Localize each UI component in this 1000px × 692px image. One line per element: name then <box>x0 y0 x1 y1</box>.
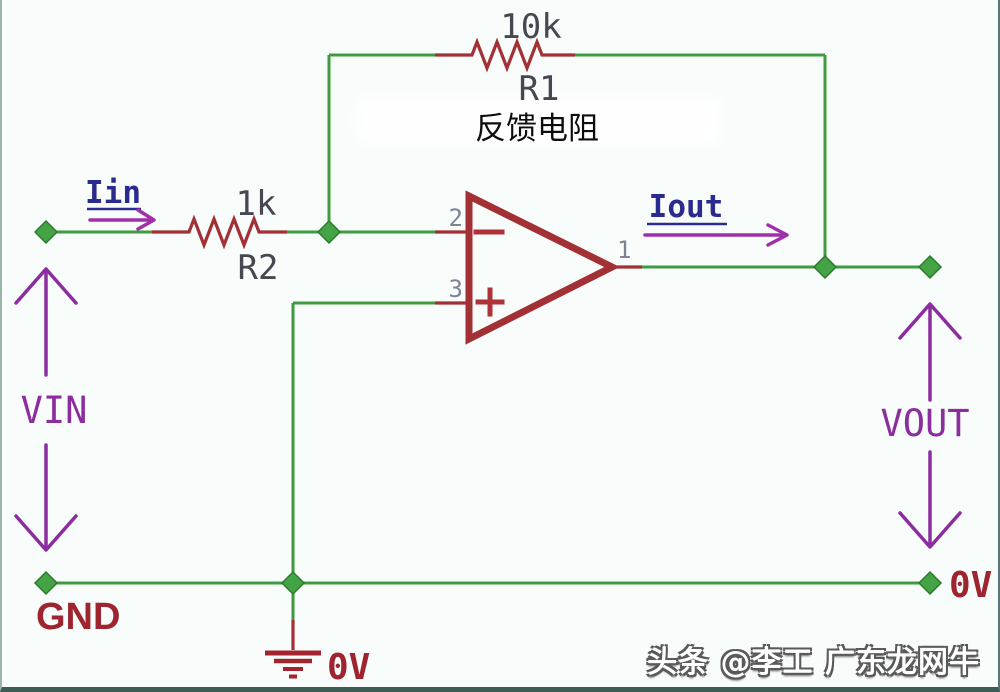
opamp-triangle <box>465 190 620 345</box>
ground-symbol: 0V <box>265 620 370 688</box>
resistor-r2-body <box>152 214 287 250</box>
junction-inverting-node <box>316 219 342 245</box>
terminal-input <box>33 219 59 245</box>
noninverting-input-plus-symbol <box>475 287 505 317</box>
terminal-ground-left <box>33 570 59 596</box>
resistor-r2-value: 1k <box>236 184 277 224</box>
junction-output-feedback <box>812 254 838 280</box>
iin-label: Iin <box>85 175 141 211</box>
vin-annotation: VIN <box>14 267 88 552</box>
vout-label: VOUT <box>880 402 969 445</box>
vin-label: VIN <box>21 389 88 432</box>
opamp: 2 3 1 <box>435 190 642 345</box>
resistor-r1-value: 10k <box>500 7 561 47</box>
iout-arrow <box>643 223 789 247</box>
watermark: 头条 @李工 广东龙网牛 <box>647 645 980 680</box>
vout-annotation: VOUT <box>880 302 970 549</box>
ground-zero-v-label: 0V <box>327 647 370 688</box>
junctions <box>33 219 943 596</box>
vout-arrow-head-up <box>898 302 962 340</box>
vin-arrow-head-down <box>14 514 78 552</box>
vin-arrow-head-up <box>14 267 78 305</box>
resistor-r1: 10k R1 <box>435 7 575 109</box>
rail-zero-v-label: 0V <box>949 565 992 606</box>
resistor-r1-ref: R1 <box>519 69 560 109</box>
resistor-r2: 1k R2 <box>152 184 287 288</box>
opamp-pin2-number: 2 <box>449 204 463 232</box>
vout-arrow-head-down <box>898 511 962 549</box>
opamp-pin3-number: 3 <box>449 275 463 303</box>
output-current-annotation: Iout <box>643 189 789 247</box>
resistor-r2-ref: R2 <box>238 248 279 288</box>
iin-arrow <box>88 208 156 231</box>
iout-label: Iout <box>649 189 724 225</box>
opamp-pin1-number: 1 <box>617 236 631 264</box>
input-current-annotation: Iin <box>85 175 156 231</box>
junction-ground <box>280 570 306 596</box>
feedback-resistor-caption: 反馈电阻 <box>475 111 599 147</box>
gnd-label: GND <box>36 596 120 638</box>
caption-highlight <box>354 96 722 146</box>
terminal-output <box>917 254 943 280</box>
wires <box>46 53 930 620</box>
resistor-r1-body <box>435 37 575 73</box>
terminal-ground-right <box>917 570 943 596</box>
